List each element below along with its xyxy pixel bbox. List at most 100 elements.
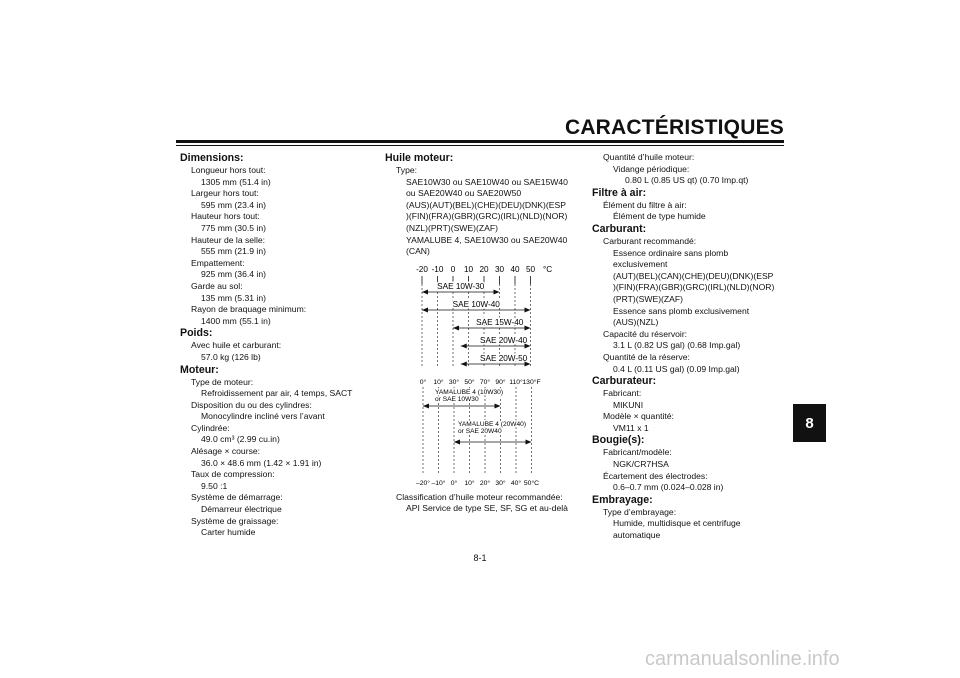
tick-label-fahrenheit: 0° bbox=[420, 378, 427, 386]
spec-line: automatique bbox=[613, 530, 661, 541]
spec-line: 49.0 cm³ (2.99 cu.in) bbox=[201, 434, 280, 445]
spec-line: (AUT)(BEL)(CAN)(CHE)(DEU)(DNK)(ESP bbox=[613, 270, 774, 281]
page-title: CARACTÉRISTIQUES bbox=[564, 116, 784, 139]
column-3: Quantité d’huile moteur:Vidange périodiq… bbox=[592, 152, 788, 542]
tick-label-fahrenheit: 130°F bbox=[522, 378, 540, 386]
section-heading: Moteur: bbox=[180, 363, 219, 376]
range-arrowhead bbox=[493, 289, 500, 295]
spec-line: SAE10W30 ou SAE10W40 ou SAE15W40 bbox=[406, 176, 568, 187]
spec-line: MIKUNI bbox=[613, 399, 644, 410]
series-label: SAE 20W-40 bbox=[480, 336, 528, 345]
spec-line: Type d’embrayage: bbox=[603, 506, 677, 517]
spec-line: Cylindrée: bbox=[191, 422, 230, 433]
spec-line: Modèle × quantité: bbox=[603, 411, 674, 422]
spec-line: Hauteur hors tout: bbox=[191, 211, 260, 222]
series-label: SAE 15W-40 bbox=[476, 318, 524, 327]
section-heading: Bougie(s): bbox=[592, 434, 645, 447]
spec-line: Quantité de la réserve: bbox=[603, 351, 690, 362]
spec-line: Élément du filtre à air: bbox=[603, 199, 687, 210]
tick-label-celsius: 30° bbox=[495, 479, 506, 487]
spec-line: Humide, multidisque et centrifuge bbox=[613, 518, 741, 529]
range-arrowhead bbox=[422, 307, 428, 313]
range-arrowhead bbox=[453, 325, 459, 331]
range-arrowhead bbox=[422, 289, 428, 295]
title-rule-thin bbox=[176, 145, 784, 146]
section-heading: Embrayage: bbox=[592, 493, 653, 506]
tick-label: 10 bbox=[464, 265, 474, 274]
spec-line: Fabricant/modèle: bbox=[603, 447, 672, 458]
spec-line: 9.50 :1 bbox=[201, 480, 228, 491]
spec-line: ou SAE20W40 ou SAE20W50 bbox=[406, 188, 522, 199]
spec-line: Disposition du ou des cylindres: bbox=[191, 399, 312, 410]
tick-label: -20 bbox=[416, 265, 428, 274]
spec-line: (CAN) bbox=[406, 246, 430, 257]
section-heading: Poids: bbox=[180, 327, 213, 340]
spec-line: Écartement des électrodes: bbox=[603, 470, 708, 481]
tick-label: 20 bbox=[479, 265, 489, 274]
spec-line: API Service de type SE, SF, SG et au-del… bbox=[406, 503, 568, 514]
spec-line: (NZL)(PRT)(SWE)(ZAF) bbox=[406, 222, 498, 233]
spec-line: 3.1 L (0.82 US gal) (0.68 Imp.gal) bbox=[613, 340, 741, 351]
series-label: SAE 20W-50 bbox=[480, 354, 528, 363]
unit-label: °C bbox=[543, 265, 552, 274]
spec-line: Empattement: bbox=[191, 257, 245, 268]
spec-line: Garde au sol: bbox=[191, 280, 243, 291]
spec-line: Hauteur de la selle: bbox=[191, 234, 266, 245]
range-arrowhead bbox=[524, 343, 531, 349]
spec-line: Système de graissage: bbox=[191, 515, 279, 526]
yamalube-temperature-chart: 0°10°30°50°70°90°110°130°F–20°–10°0°10°2… bbox=[416, 378, 541, 487]
series-label: YAMALUBE 4 (10W30) bbox=[435, 389, 503, 396]
spec-line: 775 mm (30.5 in) bbox=[201, 222, 266, 233]
spec-line: Démarreur électrique bbox=[201, 504, 282, 515]
spec-line: 0.80 L (0.85 US qt) (0.70 Imp.qt) bbox=[625, 175, 749, 186]
title-rule-thick bbox=[176, 140, 784, 143]
range-arrowhead bbox=[454, 439, 460, 445]
spec-line: Rayon de braquage minimum: bbox=[191, 304, 307, 315]
tick-label-fahrenheit: 10° bbox=[433, 378, 444, 386]
tick-label-fahrenheit: 70° bbox=[480, 378, 491, 386]
column-2: Huile moteur:Type:SAE10W30 ou SAE10W40 o… bbox=[385, 152, 583, 515]
spec-line: Refroidissement par air, 4 temps, SACT bbox=[201, 388, 353, 399]
series-label: YAMALUBE 4 (20W40) bbox=[458, 421, 526, 428]
spec-line: (AUS)(AUT)(BEL)(CHE)(DEU)(DNK)(ESP bbox=[406, 199, 566, 210]
tick-label-celsius: –20° bbox=[416, 479, 430, 487]
spec-line: Élément de type humide bbox=[613, 211, 706, 222]
spec-line: Capacité du réservoir: bbox=[603, 328, 688, 339]
spec-line: Essence sans plomb exclusivement bbox=[613, 305, 750, 316]
range-arrowhead bbox=[524, 361, 531, 367]
column-1: Dimensions:Longueur hors tout:1305 mm (5… bbox=[180, 152, 365, 539]
spec-line: )(FIN)(FRA)(GBR)(GRC)(IRL)(NLD)(NOR) bbox=[613, 282, 775, 293]
range-arrowhead bbox=[524, 307, 531, 313]
chapter-tab[interactable]: 8 bbox=[793, 404, 826, 442]
range-arrowhead bbox=[525, 439, 532, 445]
series-label: or SAE 10W30 bbox=[435, 396, 479, 403]
range-arrowhead bbox=[494, 403, 501, 409]
tick-label-fahrenheit: 50° bbox=[464, 378, 475, 386]
range-arrowhead bbox=[460, 361, 467, 367]
tick-label: -10 bbox=[432, 265, 444, 274]
spec-line: Monocylindre incliné vers l’avant bbox=[201, 411, 325, 422]
spec-line: Longueur hors tout: bbox=[191, 165, 266, 175]
spec-line: Carter humide bbox=[201, 527, 256, 538]
tick-label: 40 bbox=[510, 265, 520, 274]
spec-line: )(FIN)(FRA)(GBR)(GRC)(IRL)(NLD)(NOR) bbox=[406, 211, 568, 222]
tick-label: 30 bbox=[495, 265, 505, 274]
spec-line: Type: bbox=[396, 165, 418, 175]
spec-line: (PRT)(SWE)(ZAF) bbox=[613, 293, 684, 304]
spec-line: 57.0 kg (126 lb) bbox=[201, 351, 261, 362]
spec-line: Largeur hors tout: bbox=[191, 188, 259, 199]
spec-line: (AUS)(NZL) bbox=[613, 317, 659, 328]
spec-line: 1305 mm (51.4 in) bbox=[201, 176, 271, 187]
spec-line: 135 mm (5.31 in) bbox=[201, 292, 266, 303]
spec-line: Taux de compression: bbox=[191, 469, 275, 480]
tick-label-celsius: 0° bbox=[451, 479, 458, 487]
tick-label-celsius: 40° bbox=[511, 479, 522, 487]
section-heading: Carburant: bbox=[592, 222, 647, 235]
tick-label-celsius: –10° bbox=[431, 479, 445, 487]
spec-line: Alésage × course: bbox=[191, 446, 261, 457]
section-heading: Filtre à air: bbox=[592, 186, 647, 199]
spec-line: VM11 x 1 bbox=[613, 422, 649, 433]
spec-line: 925 mm (36.4 in) bbox=[201, 269, 266, 280]
section-heading: Huile moteur: bbox=[385, 152, 454, 164]
